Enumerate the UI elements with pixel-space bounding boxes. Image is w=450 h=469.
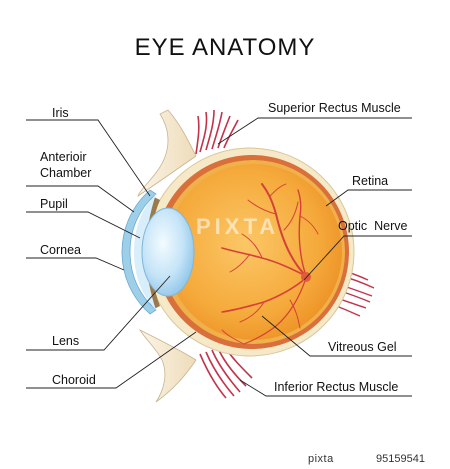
leader-lines (26, 117, 412, 397)
optic-nerve-leader (303, 235, 412, 281)
iris-leader (26, 119, 151, 197)
label-superior-rectus-muscle: Superior Rectus Muscle (268, 101, 401, 115)
footer-brand: pixta (308, 453, 334, 465)
upper-eyelid (137, 109, 197, 197)
vitreous-gel-leader (261, 315, 412, 357)
lens (141, 207, 195, 297)
label-pupil: Pupil (40, 197, 68, 211)
label-cornea: Cornea (40, 243, 81, 257)
retina-leader (325, 189, 412, 207)
label-anterior-chamber-line1: Anterioir (40, 150, 87, 164)
label-anterior-chamber-line2: Chamber (40, 166, 92, 180)
anterior-chamber-leader (26, 185, 135, 213)
retinal-vessels (221, 183, 319, 345)
inferior-rectus-leader (239, 379, 412, 397)
cornea-leader (26, 257, 125, 271)
diagram-title: EYE ANATOMY (134, 34, 316, 61)
label-lens: Lens (52, 334, 80, 348)
footer-image-code: 95159541 (376, 453, 425, 465)
choroid-leader (26, 331, 197, 389)
label-retina: Retina (352, 174, 389, 188)
label-iris: Iris (52, 106, 69, 120)
superior-rectus-leader (217, 117, 412, 145)
lens-leader (26, 275, 171, 351)
superior-rectus-muscle (195, 109, 239, 155)
lower-eyelid (138, 329, 197, 403)
stock-footer: pixta 95159541 (0, 449, 450, 469)
label-optic-nerve: Optic Nerve (338, 219, 408, 233)
label-choroid: Choroid (52, 373, 96, 387)
pupil-leader (26, 211, 141, 239)
label-vitreous-gel: Vitreous Gel (328, 340, 397, 354)
watermark: PIXTA (196, 214, 280, 239)
label-inferior-rectus-muscle: Inferior Rectus Muscle (274, 380, 399, 394)
